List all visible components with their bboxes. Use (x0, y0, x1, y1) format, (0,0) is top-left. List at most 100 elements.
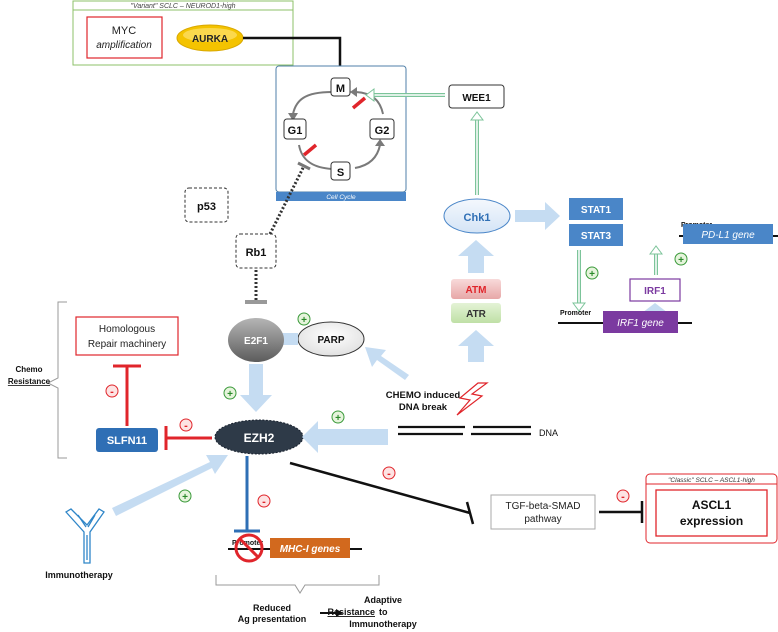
svg-text:+: + (227, 389, 233, 400)
svg-text:-: - (110, 386, 114, 398)
stat3-label: STAT3 (581, 231, 612, 242)
atm-node (451, 279, 501, 299)
p53-node (184, 187, 229, 223)
irf1-promoter-label: Promoter (560, 310, 591, 317)
minus-sign (616, 489, 630, 503)
m-block-mark (351, 96, 367, 110)
svg-text:S: S (337, 167, 344, 179)
svg-text:+: + (335, 413, 341, 424)
dna-label: DNA (539, 428, 558, 438)
myc-label: MYC (112, 25, 137, 37)
chemo-brace (46, 301, 67, 459)
atm-label: ATM (466, 285, 487, 296)
chk1-label: Chk1 (464, 212, 491, 224)
chk1-node (443, 198, 511, 234)
e2f1-node (228, 318, 284, 362)
minus-sign (257, 494, 271, 508)
svg-text:+: + (301, 315, 307, 326)
mhc-genes-label: MHC-I genes (280, 544, 341, 555)
svg-text:+: + (182, 492, 188, 503)
immuno-to-ezh2-arrow (112, 455, 228, 516)
stat1-label: STAT1 (581, 205, 612, 216)
myc-amplification-label: amplification (96, 40, 152, 51)
mhc-genes-box (270, 538, 350, 558)
variant-title: "Variant" SCLC – NEUROD1-high (130, 3, 235, 10)
aurka-label: AURKA (192, 34, 228, 45)
phase-g1 (283, 118, 307, 140)
immunotherapy-label: Immunotherapy (45, 570, 113, 580)
ascl1-label: ASCL1 (692, 498, 732, 512)
parp-label: PARP (317, 335, 344, 346)
prohibited-icon (234, 533, 264, 563)
phase-m (330, 77, 351, 97)
plus-sign (297, 312, 311, 326)
rb1-label: Rb1 (246, 247, 267, 259)
wee1-label: WEE1 (462, 93, 491, 104)
adaptive-to: to (379, 607, 388, 617)
chemo-break-line1: CHEMO induced (386, 390, 461, 401)
p53-label: p53 (197, 201, 216, 213)
cell-cycle-box: Cell Cycle M G1 G2 S (275, 65, 407, 201)
svg-text:G2: G2 (375, 125, 390, 137)
ezh2-label: EZH2 (244, 431, 275, 445)
pdl1-gene-label: PD-L1 gene (701, 230, 755, 241)
expression-label: expression (680, 514, 743, 528)
slfn11-label: SLFN11 (107, 435, 147, 447)
svg-text:-: - (387, 468, 391, 480)
svg-text:M: M (336, 83, 345, 95)
homologous-repair-box (75, 316, 179, 356)
cell-cycle-bar (276, 192, 406, 201)
svg-text:+: + (678, 255, 684, 266)
hr-line1: Homologous (99, 324, 155, 335)
minus-sign (105, 384, 119, 398)
classic-sclc-box: "Classic" SCLC – ASCL1-high ASCL1 expres… (645, 473, 778, 544)
plus-sign (178, 489, 192, 503)
stat3-node (569, 224, 623, 246)
svg-text:+: + (589, 269, 595, 280)
minus-sign (179, 418, 193, 432)
plus-sign (585, 266, 599, 280)
slfn11-node (96, 428, 158, 452)
adaptive-line1: Adaptive (364, 595, 402, 605)
rb1-node (235, 233, 277, 269)
plus-sign (331, 410, 345, 424)
classic-title: "Classic" SCLC – ASCL1-high (668, 477, 755, 484)
tgf-box (490, 494, 596, 530)
mhc-promoter-label: Promoter (232, 540, 263, 547)
atm-to-chk1-arrow (458, 240, 494, 273)
plus-sign (223, 386, 237, 400)
chemo-label: Chemo (15, 365, 42, 374)
svg-text:-: - (262, 496, 266, 508)
phase-s (330, 161, 351, 181)
tgf-line1: TGF-beta-SMAD (505, 501, 580, 512)
tgf-line2: pathway (524, 514, 561, 525)
irf1-label: IRF1 (644, 286, 666, 297)
svg-text:-: - (621, 491, 625, 503)
hr-line2: Repair machinery (88, 339, 166, 350)
chk1-to-stat-arrow (515, 202, 560, 230)
svg-text:-: - (184, 420, 188, 432)
myc-box (86, 16, 163, 59)
e2f1-label: E2F1 (244, 336, 268, 347)
stat1-node (569, 198, 623, 220)
chemo-break-line2: DNA break (399, 402, 448, 413)
reduced-line1: Reduced (253, 603, 291, 613)
irf1-gene-box (603, 311, 678, 333)
dna-strands (398, 425, 531, 436)
resistance-label: Resistance (8, 377, 51, 386)
break-to-ezh2-arrow (302, 421, 388, 453)
e2f1-to-ezh2-arrow (240, 364, 272, 412)
irf1-node (629, 278, 681, 302)
minus-sign (382, 466, 396, 480)
break-to-parp-arrow (365, 347, 409, 380)
irf1-gene-label: IRF1 gene (617, 318, 664, 329)
atr-node (451, 303, 501, 323)
pdl1-gene-box (683, 224, 773, 244)
phase-g2 (369, 118, 395, 140)
antibody-icon (64, 508, 105, 564)
reduced-line2: Ag presentation (238, 614, 307, 624)
wee1-node (448, 84, 505, 109)
break-to-atr-arrow (458, 330, 494, 362)
